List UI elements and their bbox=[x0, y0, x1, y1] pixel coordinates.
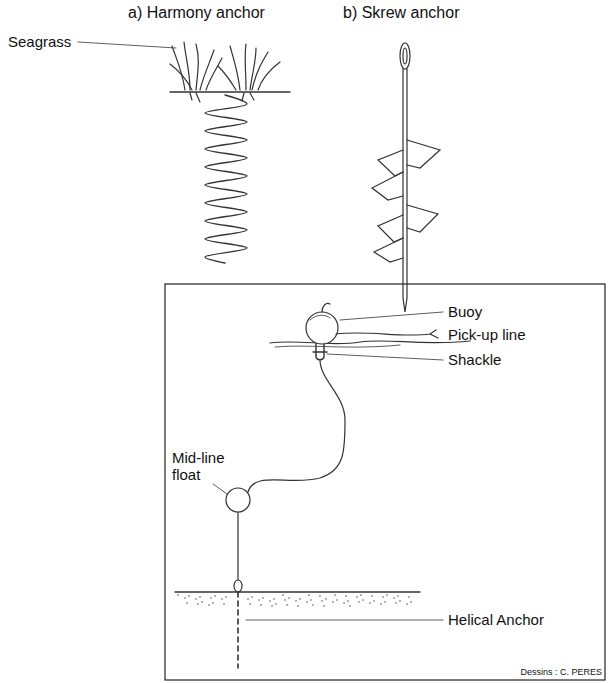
float-drawing bbox=[226, 488, 250, 512]
part-label: Seagrass bbox=[8, 33, 88, 50]
leader-lines bbox=[78, 42, 443, 620]
part-label: a) Harmony anchor bbox=[128, 4, 298, 22]
mooring-line bbox=[248, 360, 345, 492]
part-label: Helical Anchor bbox=[448, 611, 598, 628]
part-label: Mid-line float bbox=[172, 449, 234, 484]
harmony-spring bbox=[205, 95, 247, 263]
screw-anchor bbox=[372, 43, 440, 312]
seagrass-drawing bbox=[170, 42, 290, 102]
part-label: Pick-up line bbox=[448, 326, 588, 343]
buoy-drawing bbox=[306, 312, 338, 344]
sea-bed bbox=[175, 591, 420, 592]
credit-note: Dessins : C. PERES bbox=[505, 667, 602, 677]
part-label: Buoy bbox=[448, 303, 588, 320]
sea-surface bbox=[270, 341, 470, 344]
lower-line bbox=[237, 512, 238, 580]
panel-frame bbox=[165, 284, 605, 680]
pick-up-line bbox=[336, 330, 438, 338]
part-label: Shackle bbox=[448, 351, 588, 368]
helical-anchor-drawing bbox=[237, 592, 239, 668]
shackle-drawing bbox=[313, 344, 327, 360]
part-label: b) Skrew anchor bbox=[343, 4, 503, 22]
